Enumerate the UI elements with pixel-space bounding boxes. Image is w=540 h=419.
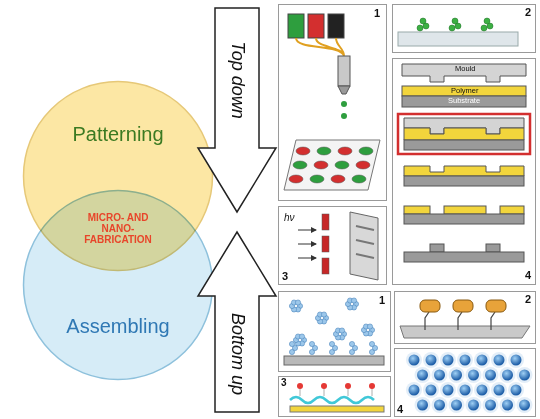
inkjet-printer bbox=[284, 14, 380, 190]
callout-number: 4 bbox=[397, 403, 403, 415]
callout-number: 2 bbox=[525, 293, 531, 305]
layer-label: Polymer bbox=[451, 87, 479, 95]
photolithography bbox=[298, 212, 378, 280]
panel-frames bbox=[279, 5, 536, 417]
layer-label: Substrate bbox=[448, 97, 480, 105]
callout-number: 1 bbox=[379, 294, 385, 306]
callout-number: 3 bbox=[281, 377, 287, 388]
colloidal-crystal bbox=[406, 352, 533, 413]
layer-label: Mould bbox=[455, 65, 475, 73]
callout-number: 1 bbox=[374, 7, 380, 19]
arrow-label: Top down bbox=[227, 41, 248, 118]
callout-number: 2 bbox=[525, 6, 531, 18]
light-label: hν bbox=[284, 212, 295, 223]
nanoparticle-deposition bbox=[284, 298, 384, 365]
circle-label: Assembling bbox=[66, 315, 169, 338]
nanoimprint-steps bbox=[398, 64, 530, 262]
block-arrow: Top down bbox=[196, 6, 278, 214]
arrow-label: Bottom up bbox=[227, 313, 248, 395]
molecule-stamp bbox=[398, 18, 518, 46]
block-arrow: Bottom up bbox=[196, 230, 278, 414]
circle-label: Patterning bbox=[72, 123, 163, 146]
anchored-molecules bbox=[400, 300, 530, 338]
callout-number: 3 bbox=[282, 270, 288, 282]
layer-by-layer-film bbox=[290, 383, 384, 412]
overlap-label: MICRO- AND NANO-FABRICATION bbox=[73, 212, 163, 245]
callout-number: 4 bbox=[525, 269, 531, 281]
